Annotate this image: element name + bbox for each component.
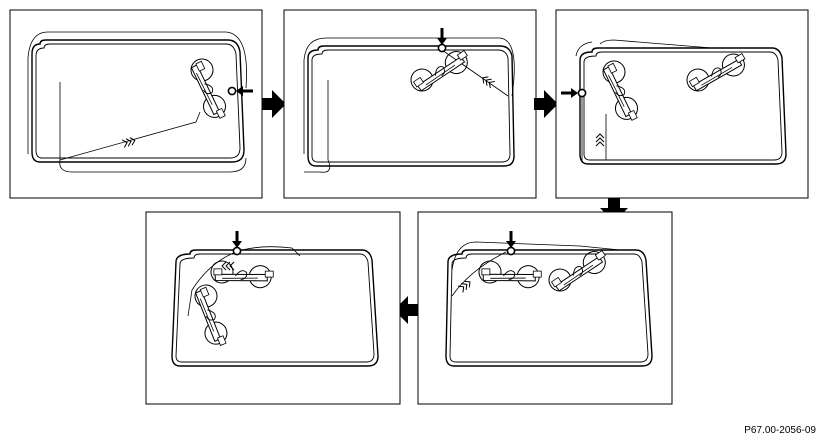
flow-arrow-icon <box>262 90 286 118</box>
location-ring-icon <box>227 86 237 96</box>
step-1-panel <box>9 9 263 199</box>
step-5-panel <box>145 211 401 405</box>
flow-arrow-icon <box>534 90 558 118</box>
location-ring-icon <box>577 88 587 98</box>
location-ring-icon <box>232 246 242 256</box>
figure-reference-code: P67.00-2056-09 <box>744 425 816 436</box>
step-4-panel <box>417 211 673 405</box>
location-ring-icon <box>437 43 447 53</box>
step-3-panel <box>555 9 809 199</box>
location-ring-icon <box>506 246 516 256</box>
step-2-panel <box>283 9 537 199</box>
